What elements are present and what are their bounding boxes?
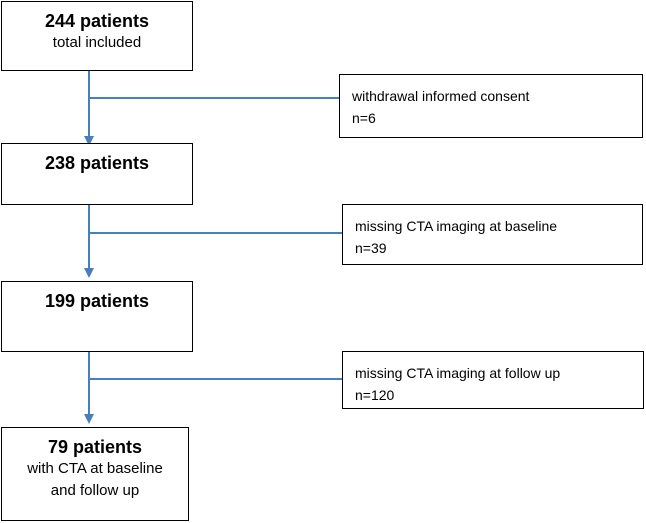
exclusion-followup-reason: missing CTA imaging at follow up bbox=[355, 365, 561, 381]
node-final-subtitle-line1: with CTA at baseline bbox=[27, 460, 163, 477]
node-final: 79 patients with CTA at baseline and fol… bbox=[1, 427, 189, 521]
node-238-title: 238 patients bbox=[44, 153, 150, 173]
exclusion-consent-count: n=6 bbox=[352, 110, 376, 126]
exclusion-baseline-count: n=39 bbox=[355, 240, 387, 256]
node-238: 238 patients bbox=[1, 143, 193, 205]
exclusion-consent: withdrawal informed consent n=6 bbox=[339, 74, 643, 138]
exclusion-followup: missing CTA imaging at follow up n=120 bbox=[342, 351, 644, 409]
exclusion-followup-count: n=120 bbox=[355, 387, 395, 403]
node-total-subtitle: total included bbox=[52, 34, 142, 51]
node-final-title: 79 patients bbox=[47, 437, 143, 457]
node-final-subtitle-line2: and follow up bbox=[50, 482, 140, 499]
exclusion-baseline-reason: missing CTA imaging at baseline bbox=[355, 218, 558, 234]
exclusion-consent-reason: withdrawal informed consent bbox=[352, 88, 530, 104]
node-199: 199 patients bbox=[1, 281, 193, 352]
node-total: 244 patients total included bbox=[1, 1, 193, 71]
exclusion-baseline: missing CTA imaging at baseline n=39 bbox=[342, 204, 643, 265]
node-199-title: 199 patients bbox=[44, 291, 150, 311]
node-total-title: 244 patients bbox=[44, 11, 150, 31]
